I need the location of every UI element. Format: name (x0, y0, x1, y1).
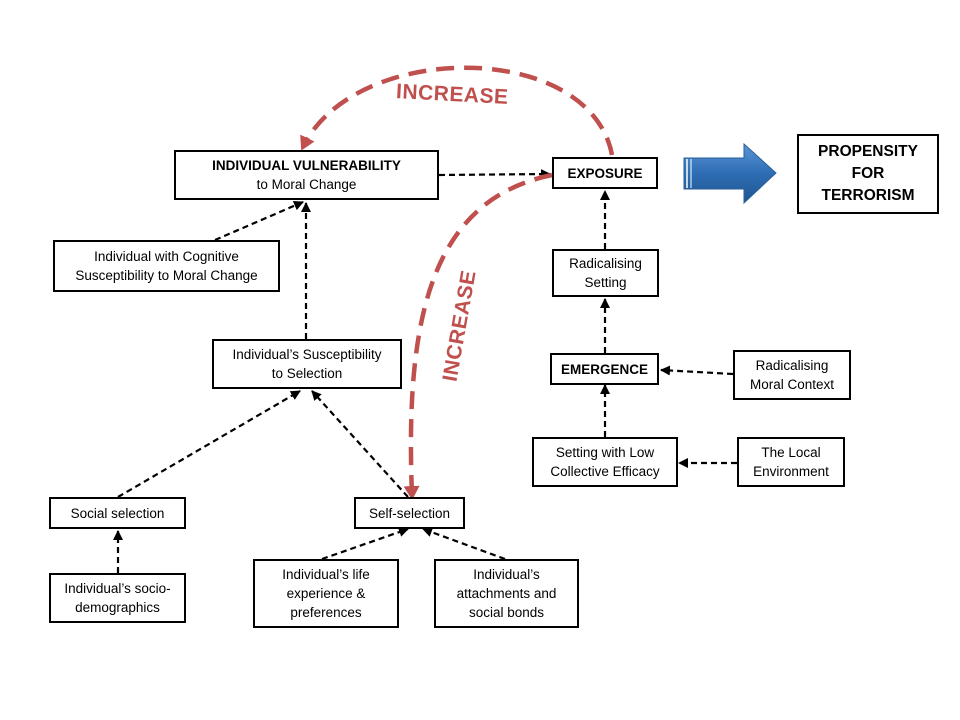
arrow-vulnerability-to-exposure (438, 169, 551, 180)
node-attachments: Individual’s attachments and social bond… (434, 559, 579, 628)
emergence-label: EMERGENCE (560, 361, 648, 377)
self-selection-label: Self-selection (368, 505, 451, 521)
attachments-line-2: attachments and (456, 586, 557, 601)
life-line-3: preferences (290, 605, 362, 620)
node-emergence: EMERGENCE (550, 353, 659, 385)
node-life-experience: Individual’s life experience & preferenc… (253, 559, 399, 628)
local-env-line-2: Environment (753, 464, 829, 479)
cognitive-line-1: Individual with Cognitive (94, 249, 239, 264)
life-line-2: experience & (286, 586, 366, 601)
increase-arc-curve (403, 172, 553, 500)
arrow-moral-context-to-emergence (660, 365, 734, 376)
arrow-self-selection-to-susceptibility (311, 390, 409, 498)
susceptibility-line-1: Individual’s Susceptibility (232, 347, 382, 362)
node-social-selection: Social selection (49, 497, 186, 529)
attachments-line-3: social bonds (468, 605, 545, 620)
arrow-social-selection-to-susceptibility (117, 390, 301, 498)
social-selection-label: Social selection (70, 505, 165, 521)
arrow-life-to-self-selection (321, 527, 409, 561)
node-radicalising-setting: Radicalising Setting (552, 249, 659, 297)
node-low-collective-efficacy: Setting with Low Collective Efficacy (532, 437, 678, 487)
setting-line-2: Setting (584, 275, 627, 290)
susceptibility-line-2: to Selection (271, 366, 343, 381)
local-env-line-1: The Local (761, 445, 821, 460)
exposure-label: EXPOSURE (567, 165, 643, 181)
node-socio-demographics: Individual’s socio- demographics (49, 573, 186, 623)
increase-arc-top (300, 65, 615, 156)
attachments-line-1: Individual’s (473, 567, 540, 582)
setting-line-1: Radicalising (569, 256, 642, 271)
node-exposure: EXPOSURE (552, 157, 658, 189)
node-susceptibility-to-selection: Individual’s Susceptibility to Selection (212, 339, 402, 389)
node-self-selection: Self-selection (354, 497, 465, 529)
big-blue-arrow (683, 142, 777, 205)
moral-context-line-1: Radicalising (755, 358, 829, 373)
node-individual-vulnerability: INDIVIDUAL VULNERABILITY to Moral Change (174, 150, 439, 200)
propensity-line-3: TERRORISM (821, 187, 915, 204)
low-efficacy-line-2: Collective Efficacy (550, 464, 660, 479)
propensity-line-2: FOR (851, 165, 885, 182)
life-line-1: Individual’s life (282, 567, 370, 582)
vulnerability-title: INDIVIDUAL VULNERABILITY (212, 158, 401, 173)
arrow-cognitive-to-vulnerability (214, 200, 304, 242)
cognitive-line-2: Susceptibility to Moral Change (75, 268, 258, 283)
propensity-line-1: PROPENSITY (818, 143, 918, 160)
low-efficacy-line-1: Setting with Low (555, 445, 655, 460)
node-cognitive-susceptibility: Individual with Cognitive Susceptibility… (53, 240, 280, 292)
sociodemo-line-2: demographics (75, 600, 160, 615)
node-local-environment: The Local Environment (737, 437, 845, 487)
vulnerability-subtitle: to Moral Change (256, 177, 357, 192)
node-radicalising-moral-context: Radicalising Moral Context (733, 350, 851, 400)
arrow-attachments-to-self-selection (422, 527, 506, 561)
moral-context-line-2: Moral Context (749, 377, 835, 392)
sociodemo-line-1: Individual’s socio- (64, 581, 171, 596)
increase-label-top: INCREASE (396, 80, 510, 109)
node-propensity-for-terrorism: PROPENSITY FOR TERRORISM (797, 134, 939, 214)
increase-label-curve: INCREASE (439, 268, 481, 383)
